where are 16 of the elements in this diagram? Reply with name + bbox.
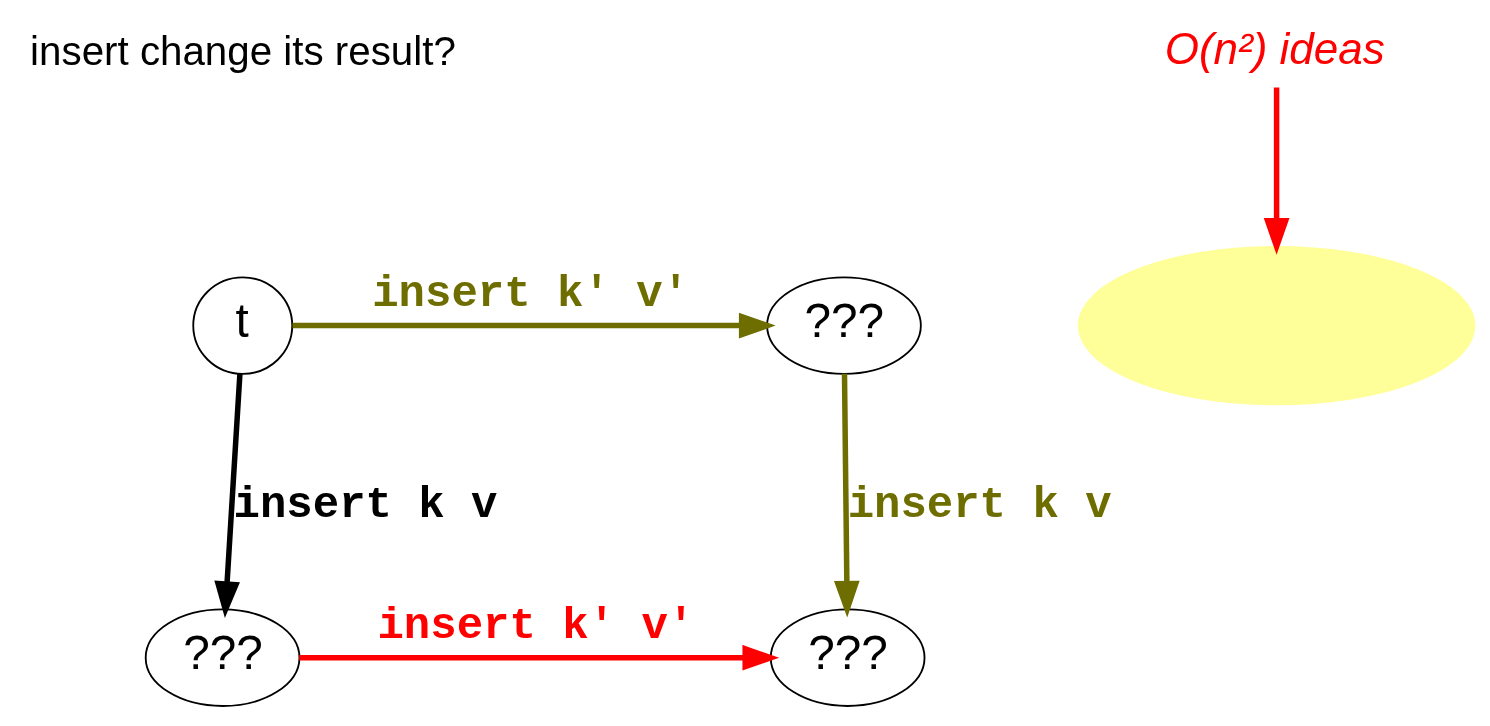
arrow	[292, 312, 776, 338]
node-text: O(n²) ideas	[1164, 23, 1385, 73]
edge-label: insert k v	[233, 479, 498, 530]
edge-label: insert k v	[847, 479, 1112, 530]
arrow	[1263, 86, 1290, 255]
node-ellipse: ???	[766, 275, 922, 375]
node-ellipse: ???	[769, 608, 926, 707]
arrow	[299, 644, 780, 671]
node-ellipse	[1077, 245, 1476, 405]
node-ellipse: ???	[144, 608, 301, 707]
arrow	[214, 373, 243, 618]
edge-label: insert k′ v′	[377, 600, 695, 651]
edge-label: insert k′ v′	[372, 268, 689, 319]
label: insert change its result?	[30, 27, 456, 74]
arrow	[833, 373, 860, 618]
node-circle: t	[192, 275, 294, 375]
